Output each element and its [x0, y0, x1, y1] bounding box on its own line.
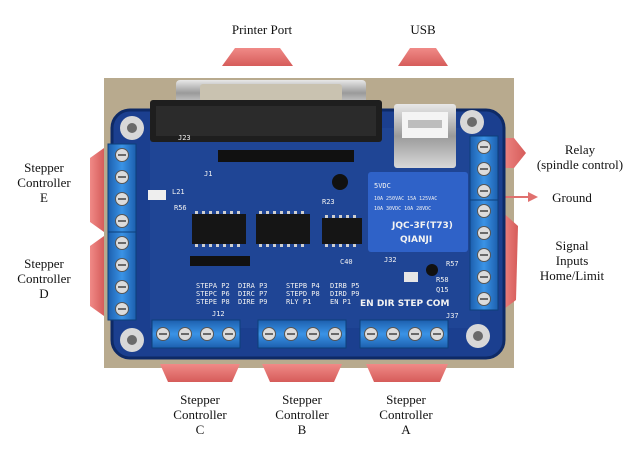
label-stepper-c: Stepper Controller C [160, 392, 240, 437]
terminal-right-bottom [469, 199, 499, 311]
mounting-hole-br [466, 324, 490, 348]
led [404, 272, 418, 282]
svg-text:STEPE P8: STEPE P8 [196, 298, 230, 306]
label-stepper-e-line1: Stepper [24, 160, 64, 175]
stepper-b-arrow [262, 364, 342, 382]
label-stepper-e-line3: E [40, 190, 48, 205]
stepper-a-arrow [366, 364, 448, 382]
ic-3 [322, 218, 362, 244]
label-stepper-b: Stepper Controller B [262, 392, 342, 437]
pin-table: STEPA P2 STEPC P6 STEPE P8 DIRA P3 DIRC … [196, 282, 360, 306]
ref-j37: J37 [446, 312, 459, 320]
ref-r58: R58 [436, 276, 449, 284]
label-stepper-c-line3: C [195, 422, 205, 437]
relay-model: JQC-3F(T73) [391, 221, 453, 231]
ic-1 [192, 214, 246, 244]
label-signal-line1: Signal [555, 238, 589, 253]
label-signal-line3: Home/Limit [539, 268, 605, 283]
ref-l21: L21 [172, 188, 185, 196]
svg-text:STEPD P8: STEPD P8 [286, 290, 320, 298]
svg-text:DIRD P9: DIRD P9 [330, 290, 360, 298]
printer-port-arrow [222, 48, 293, 66]
ref-q15: Q15 [436, 286, 449, 294]
smd-resistor [148, 190, 166, 200]
label-ground: Ground [540, 190, 604, 205]
mounting-hole-tl [120, 116, 144, 140]
bottom-pin-legend: EN DIR STEP COM [360, 299, 449, 309]
ref-r23: R23 [322, 198, 335, 206]
label-printer-port-text: Printer Port [231, 22, 293, 37]
label-ground-text: Ground [552, 190, 592, 205]
label-stepper-b-line3: B [297, 422, 307, 437]
ref-r57: R57 [446, 260, 459, 268]
svg-text:EN P1: EN P1 [330, 298, 351, 306]
relay-rating-2: 10A 30VDC 10A 28VDC [374, 206, 431, 212]
svg-text:DIRC P7: DIRC P7 [238, 290, 268, 298]
terminal-blocks [107, 135, 499, 349]
svg-text:STEPC P6: STEPC P6 [196, 290, 230, 298]
label-stepper-d-line1: Stepper [24, 256, 64, 271]
pin-header-top [218, 150, 354, 162]
ground-arrowhead [528, 192, 538, 202]
terminal-bottom-b [257, 319, 347, 349]
label-stepper-e: Stepper Controller E [4, 160, 84, 205]
ref-r56: R56 [174, 204, 187, 212]
label-relay: Relay (spindle control) [528, 142, 632, 172]
label-stepper-b-line1: Stepper [282, 392, 322, 407]
relay-coil-text: 5VDC [374, 182, 391, 190]
svg-text:STEPB P4: STEPB P4 [286, 282, 320, 290]
label-stepper-d: Stepper Controller D [4, 256, 84, 301]
svg-text:DIRB P5: DIRB P5 [330, 282, 360, 290]
label-stepper-a: Stepper Controller A [366, 392, 446, 437]
label-stepper-c-line2: Controller [173, 407, 227, 422]
relay-rating-1: 10A 250VAC 15A 125VAC [374, 196, 437, 202]
transistor [332, 174, 348, 190]
label-usb-text: USB [410, 22, 436, 37]
ref-j23: J23 [178, 134, 191, 142]
ref-c40: C40 [340, 258, 353, 266]
label-stepper-a-line3: A [401, 422, 411, 437]
stepper-d-arrow [90, 236, 104, 316]
ref-j1: J1 [204, 170, 212, 178]
label-signal-inputs: Signal Inputs Home/Limit [530, 238, 614, 283]
relay-brand: QIANJI [400, 235, 432, 245]
ref-j32: J32 [384, 256, 397, 264]
label-relay-line2: (spindle control) [536, 157, 624, 172]
label-relay-line1: Relay [564, 142, 596, 157]
ref-j12: J12 [212, 310, 225, 318]
label-stepper-a-line1: Stepper [386, 392, 426, 407]
relay: 5VDC 10A 250VAC 15A 125VAC 10A 30VDC 10A… [368, 172, 468, 252]
terminal-bottom-a [359, 319, 449, 349]
label-stepper-b-line2: Controller [275, 407, 329, 422]
label-stepper-c-line1: Stepper [180, 392, 220, 407]
terminal-right-top [469, 135, 499, 203]
svg-text:DIRA P3: DIRA P3 [238, 282, 268, 290]
ic-pins [195, 211, 356, 247]
mounting-hole-tr [460, 110, 484, 134]
terminal-left-e [107, 143, 137, 233]
label-stepper-a-line2: Controller [379, 407, 433, 422]
label-printer-port: Printer Port [222, 22, 302, 37]
ic-2 [256, 214, 310, 244]
stepper-e-arrow [90, 148, 104, 232]
label-stepper-d-line2: Controller [17, 271, 71, 286]
label-signal-line2: Inputs [555, 253, 589, 268]
mounting-hole-bl [120, 328, 144, 352]
svg-text:RLY P1: RLY P1 [286, 298, 311, 306]
pin-header-mid [190, 256, 250, 266]
svg-text:STEPA P2: STEPA P2 [196, 282, 230, 290]
stepper-c-arrow [160, 364, 240, 382]
usb-arrow [398, 48, 448, 66]
transistor-2 [426, 264, 438, 276]
svg-text:DIRE P9: DIRE P9 [238, 298, 268, 306]
terminal-left-d [107, 231, 137, 321]
usb-connector [394, 104, 456, 168]
label-stepper-e-line2: Controller [17, 175, 71, 190]
label-stepper-d-line3: D [39, 286, 49, 301]
relay-arrow [500, 138, 526, 168]
terminal-bottom-c [151, 319, 241, 349]
label-usb: USB [398, 22, 448, 37]
db25-connector [150, 80, 382, 142]
